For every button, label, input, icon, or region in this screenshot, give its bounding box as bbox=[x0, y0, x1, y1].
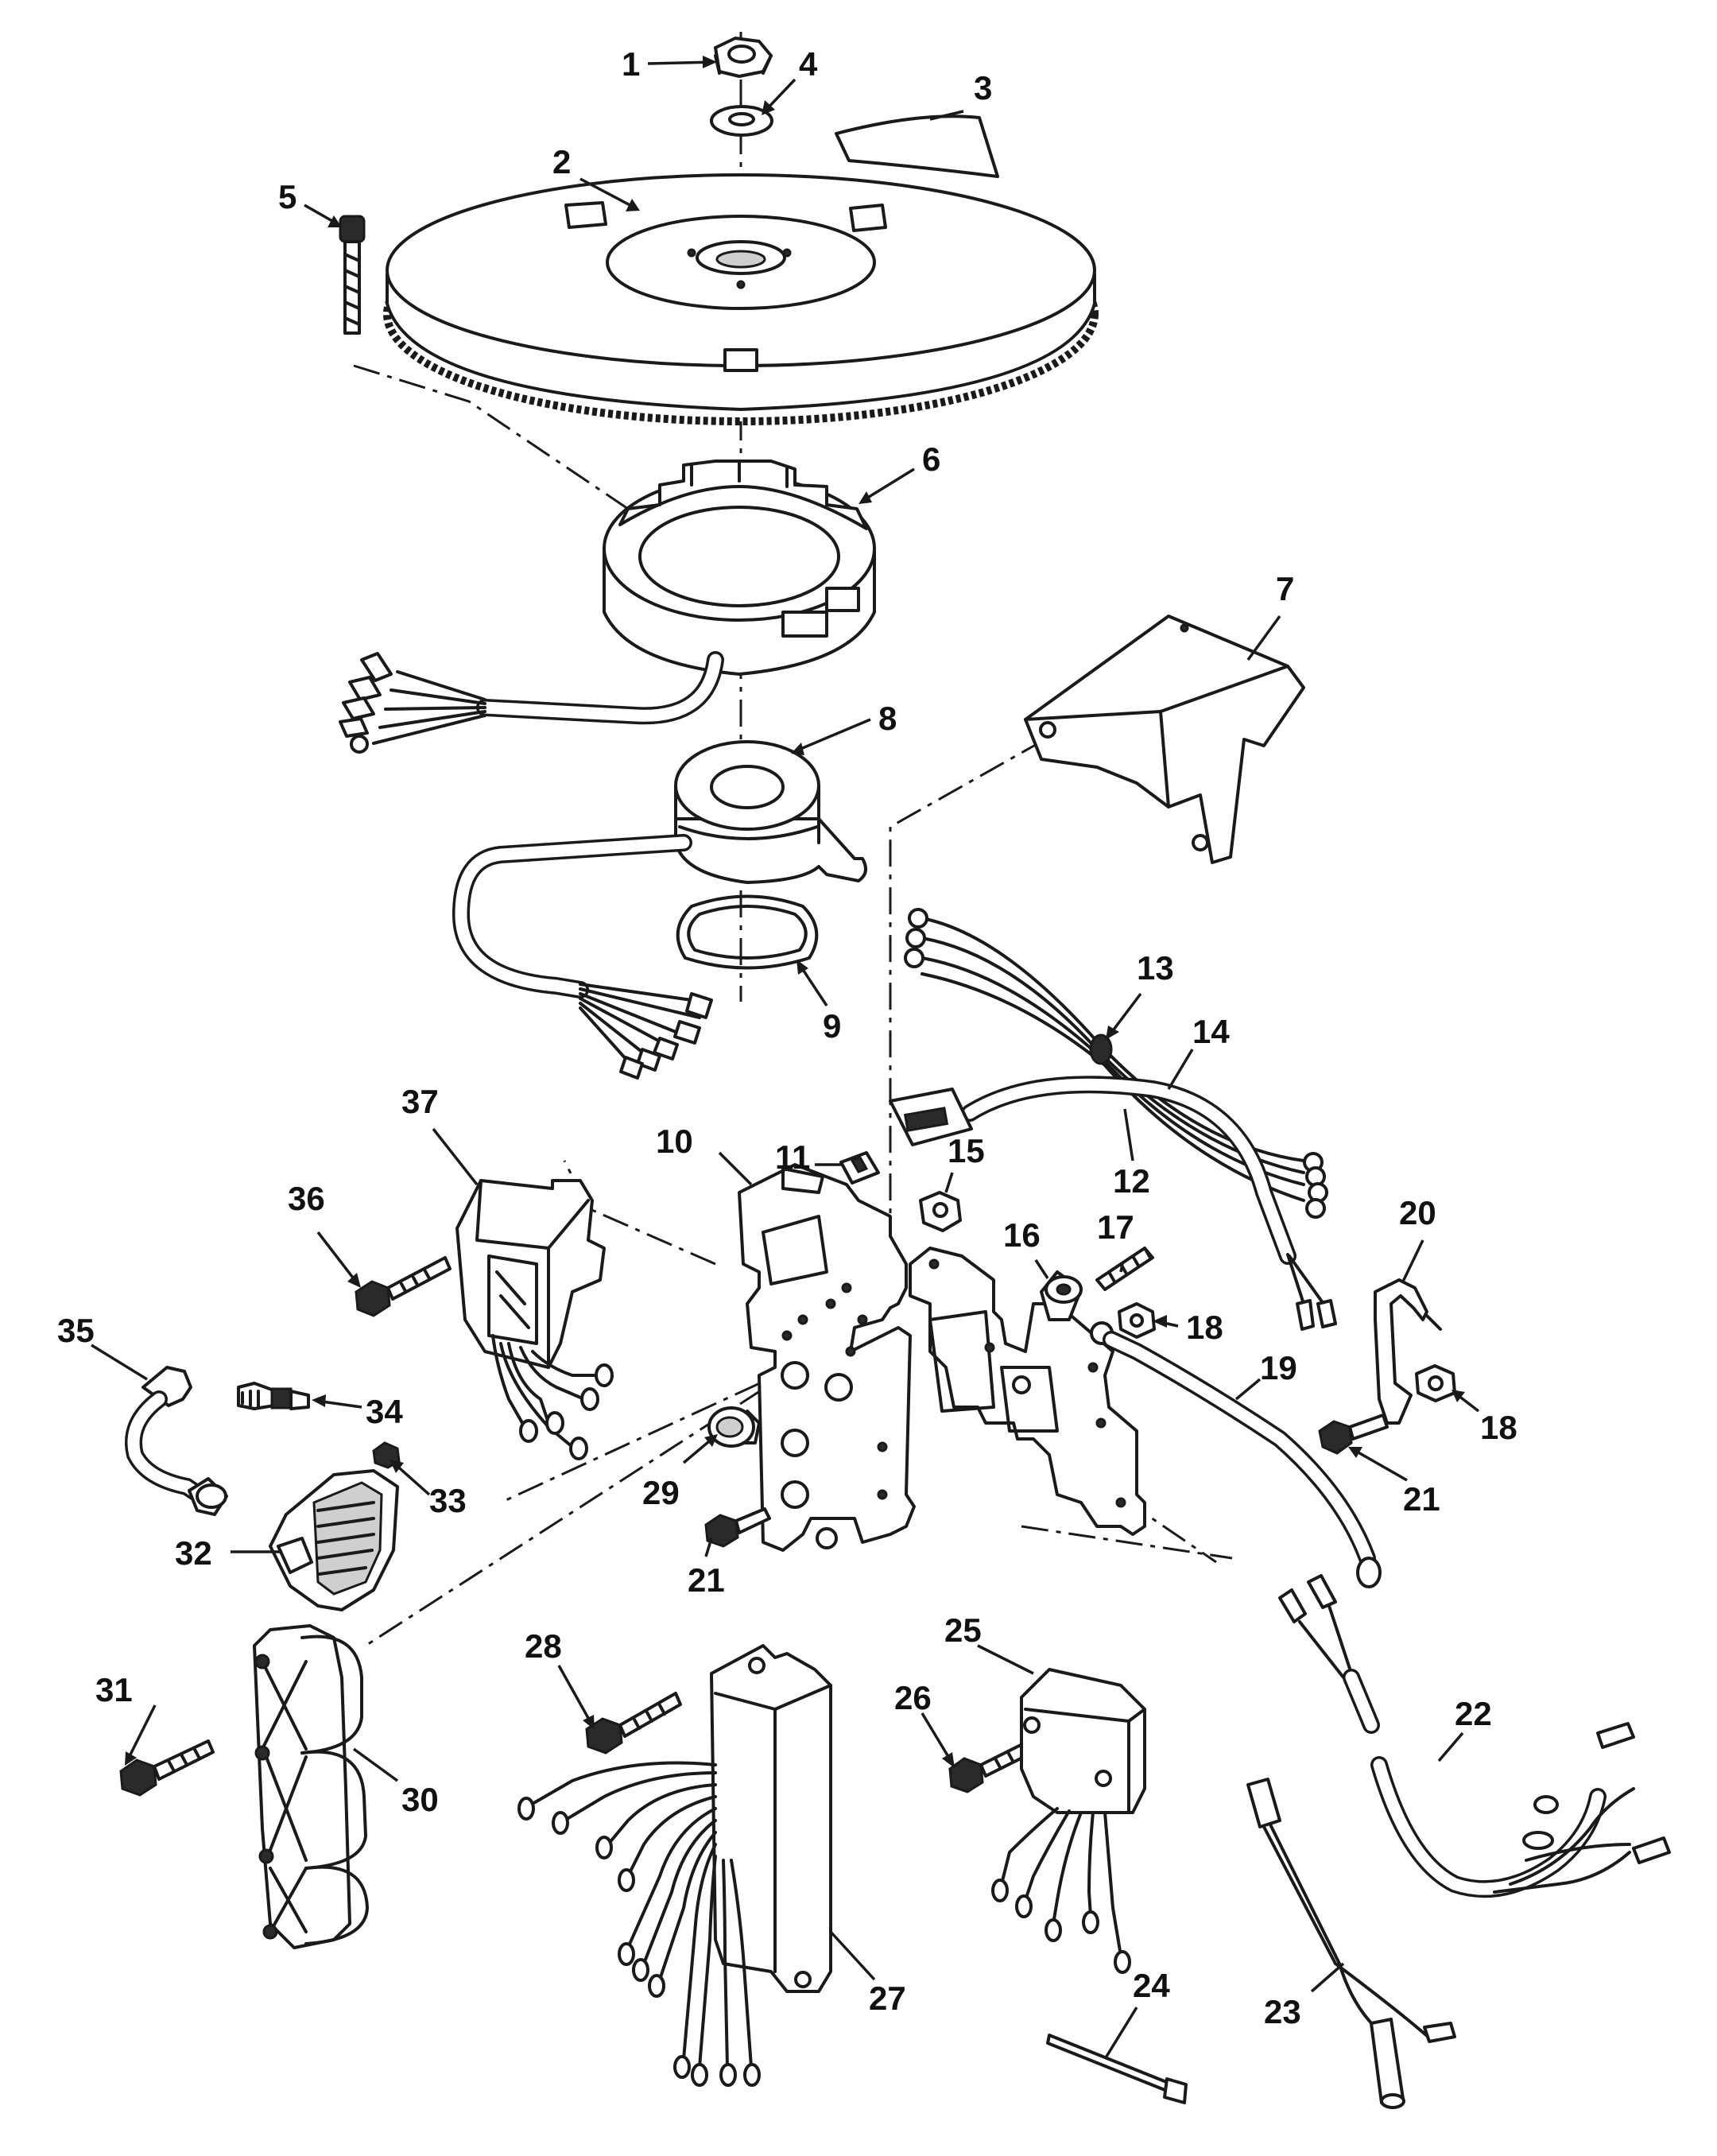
part-20-clamp[interactable] bbox=[1374, 1278, 1442, 1425]
callout-19: 19 bbox=[1260, 1349, 1297, 1386]
callout-31: 31 bbox=[95, 1671, 133, 1708]
callout-28: 28 bbox=[525, 1627, 562, 1665]
callout-21b: 21 bbox=[688, 1561, 725, 1599]
part-12-harness[interactable] bbox=[889, 1076, 1337, 1331]
part-37-rectifier[interactable] bbox=[455, 1179, 606, 1369]
rectifier-leads bbox=[491, 1334, 614, 1460]
callout-leaders bbox=[91, 56, 1480, 2060]
callout-16: 16 bbox=[1003, 1216, 1041, 1254]
part-10-mounting-plate[interactable] bbox=[738, 1163, 916, 1552]
part-1-nut[interactable] bbox=[714, 37, 773, 78]
callout-1: 1 bbox=[622, 45, 640, 83]
callout-20: 20 bbox=[1399, 1194, 1436, 1231]
callout-5: 5 bbox=[278, 178, 297, 215]
part-34-spark-plug[interactable] bbox=[237, 1382, 310, 1410]
callout-11: 11 bbox=[775, 1138, 810, 1176]
callout-34: 34 bbox=[366, 1393, 403, 1430]
part-31-bolt[interactable] bbox=[119, 1739, 215, 1797]
callout-4: 4 bbox=[799, 45, 818, 83]
part-22-harness[interactable] bbox=[1278, 1574, 1671, 1898]
callout-17: 17 bbox=[1097, 1208, 1134, 1246]
part-2-flywheel[interactable] bbox=[383, 173, 1099, 425]
part-29-grommet[interactable] bbox=[707, 1406, 761, 1448]
callout-9: 9 bbox=[823, 1007, 841, 1045]
callout-18b: 18 bbox=[1480, 1409, 1517, 1446]
switch-box-wire-harness bbox=[517, 1761, 761, 2087]
part-7-bracket[interactable] bbox=[1024, 615, 1305, 864]
part-24-cable-tie[interactable] bbox=[1046, 2034, 1188, 2104]
part-23-lead[interactable] bbox=[1246, 1778, 1456, 2109]
part-18-nut-right[interactable] bbox=[1415, 1364, 1456, 1402]
part-30-capacitor-block[interactable] bbox=[253, 1624, 369, 1949]
callout-35: 35 bbox=[57, 1312, 95, 1349]
part-21-screw-right[interactable] bbox=[1318, 1413, 1389, 1455]
part-25-module[interactable] bbox=[1020, 1668, 1146, 1814]
callout-23: 23 bbox=[1264, 1993, 1301, 2030]
part-21-screw-left[interactable] bbox=[704, 1507, 771, 1548]
callout-37: 37 bbox=[401, 1083, 439, 1120]
part-28-bolt[interactable] bbox=[585, 1692, 682, 1755]
part-36-screw[interactable] bbox=[355, 1256, 452, 1317]
trigger-wire-harness bbox=[452, 834, 713, 1080]
part-6-stator[interactable] bbox=[603, 460, 876, 676]
stator-wire-harness bbox=[339, 651, 724, 754]
part-4-washer[interactable] bbox=[710, 105, 773, 137]
callout-30: 30 bbox=[401, 1781, 439, 1818]
callout-7: 7 bbox=[1276, 570, 1294, 607]
part-32-ignition-coil[interactable] bbox=[269, 1469, 399, 1611]
callout-6: 6 bbox=[922, 440, 940, 478]
callout-18a: 18 bbox=[1186, 1309, 1223, 1346]
part-27-switch-box[interactable] bbox=[710, 1644, 832, 1993]
part-17-stud[interactable] bbox=[1095, 1247, 1154, 1291]
part-3-decal[interactable] bbox=[835, 114, 999, 178]
callout-26: 26 bbox=[894, 1679, 932, 1716]
callout-24: 24 bbox=[1133, 1967, 1170, 2004]
callout-36: 36 bbox=[288, 1180, 325, 1217]
part-15-nut[interactable] bbox=[919, 1191, 962, 1232]
callout-numbers: 1 2 3 4 5 6 7 8 9 10 11 12 13 14 15 16 1… bbox=[57, 45, 1517, 2030]
part-11-fuse[interactable] bbox=[839, 1151, 880, 1185]
part-35-plug-lead[interactable] bbox=[125, 1366, 228, 1516]
part-10-mounting-plate-rear[interactable] bbox=[909, 1247, 1146, 1536]
callout-3: 3 bbox=[974, 69, 992, 107]
part-19-ground-lead[interactable] bbox=[1090, 1321, 1382, 1588]
callout-14: 14 bbox=[1192, 1013, 1230, 1050]
callout-13: 13 bbox=[1137, 949, 1174, 987]
callout-2: 2 bbox=[552, 143, 571, 180]
part-26-screw[interactable] bbox=[948, 1741, 1032, 1793]
part-18-nut-center[interactable] bbox=[1118, 1302, 1156, 1339]
callout-33: 33 bbox=[429, 1482, 467, 1519]
part-16-bushing[interactable] bbox=[1040, 1270, 1083, 1321]
part-9-retainer[interactable] bbox=[676, 894, 819, 970]
callout-21a: 21 bbox=[1403, 1480, 1440, 1518]
callout-12: 12 bbox=[1113, 1162, 1150, 1200]
part-13-clamp[interactable] bbox=[1089, 1033, 1113, 1065]
callout-15: 15 bbox=[948, 1132, 985, 1169]
callout-10: 10 bbox=[656, 1123, 693, 1160]
part-8-trigger[interactable] bbox=[674, 740, 867, 884]
module-leads bbox=[991, 1807, 1131, 1974]
callout-22: 22 bbox=[1455, 1695, 1492, 1732]
callout-27: 27 bbox=[869, 1980, 906, 2017]
callout-32: 32 bbox=[175, 1534, 212, 1572]
callout-29: 29 bbox=[642, 1474, 680, 1511]
part-5-screw[interactable] bbox=[339, 215, 366, 335]
callout-8: 8 bbox=[878, 700, 897, 737]
callout-25: 25 bbox=[944, 1611, 982, 1649]
